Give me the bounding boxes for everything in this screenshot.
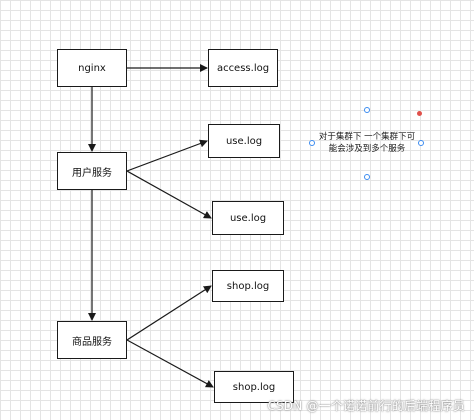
node-shop-log-1-label: shop.log (226, 280, 270, 292)
node-product-service-label: 商品服务 (72, 336, 112, 348)
node-use-log-1[interactable]: use.log (208, 124, 280, 158)
resize-handle-bottom[interactable] (364, 174, 370, 180)
node-user-service-label: 用户服务 (72, 167, 112, 179)
text-note[interactable]: 对于集群下 一个集群下可 能会涉及到多个服务 (312, 131, 422, 155)
note-line-2: 能会涉及到多个服务 (328, 144, 406, 154)
node-user-service[interactable]: 用户服务 (57, 152, 127, 190)
resize-handle-left[interactable] (309, 140, 315, 146)
node-product-service[interactable]: 商品服务 (57, 321, 127, 359)
resize-handle-right[interactable] (418, 140, 424, 146)
node-shop-log-2[interactable]: shop.log (214, 371, 294, 403)
note-line-1: 对于集群下 一个集群下可 (318, 132, 416, 142)
node-use-log-1-label: use.log (225, 135, 263, 147)
node-use-log-2-label: use.log (229, 212, 267, 224)
node-nginx-label: nginx (78, 62, 106, 74)
node-shop-log-2-label: shop.log (232, 381, 276, 393)
node-shop-log-1[interactable]: shop.log (212, 270, 284, 302)
edge-product-service-to-shop-log-1 (126, 285, 212, 341)
edge-user-service-to-use-log-1 (126, 139, 208, 172)
watermark: CSDN @一个诺诺前行的后端程序员 (267, 399, 465, 413)
edge-product-service-to-shop-log-2 (126, 339, 214, 388)
resize-handle-top[interactable] (364, 107, 370, 113)
node-access-log[interactable]: access.log (208, 49, 278, 87)
edge-user-service-to-use-log-2 (126, 170, 212, 219)
node-use-log-2[interactable]: use.log (212, 201, 284, 235)
node-nginx[interactable]: nginx (57, 49, 127, 87)
node-access-log-label: access.log (216, 62, 270, 74)
rotate-handle[interactable] (417, 111, 422, 116)
